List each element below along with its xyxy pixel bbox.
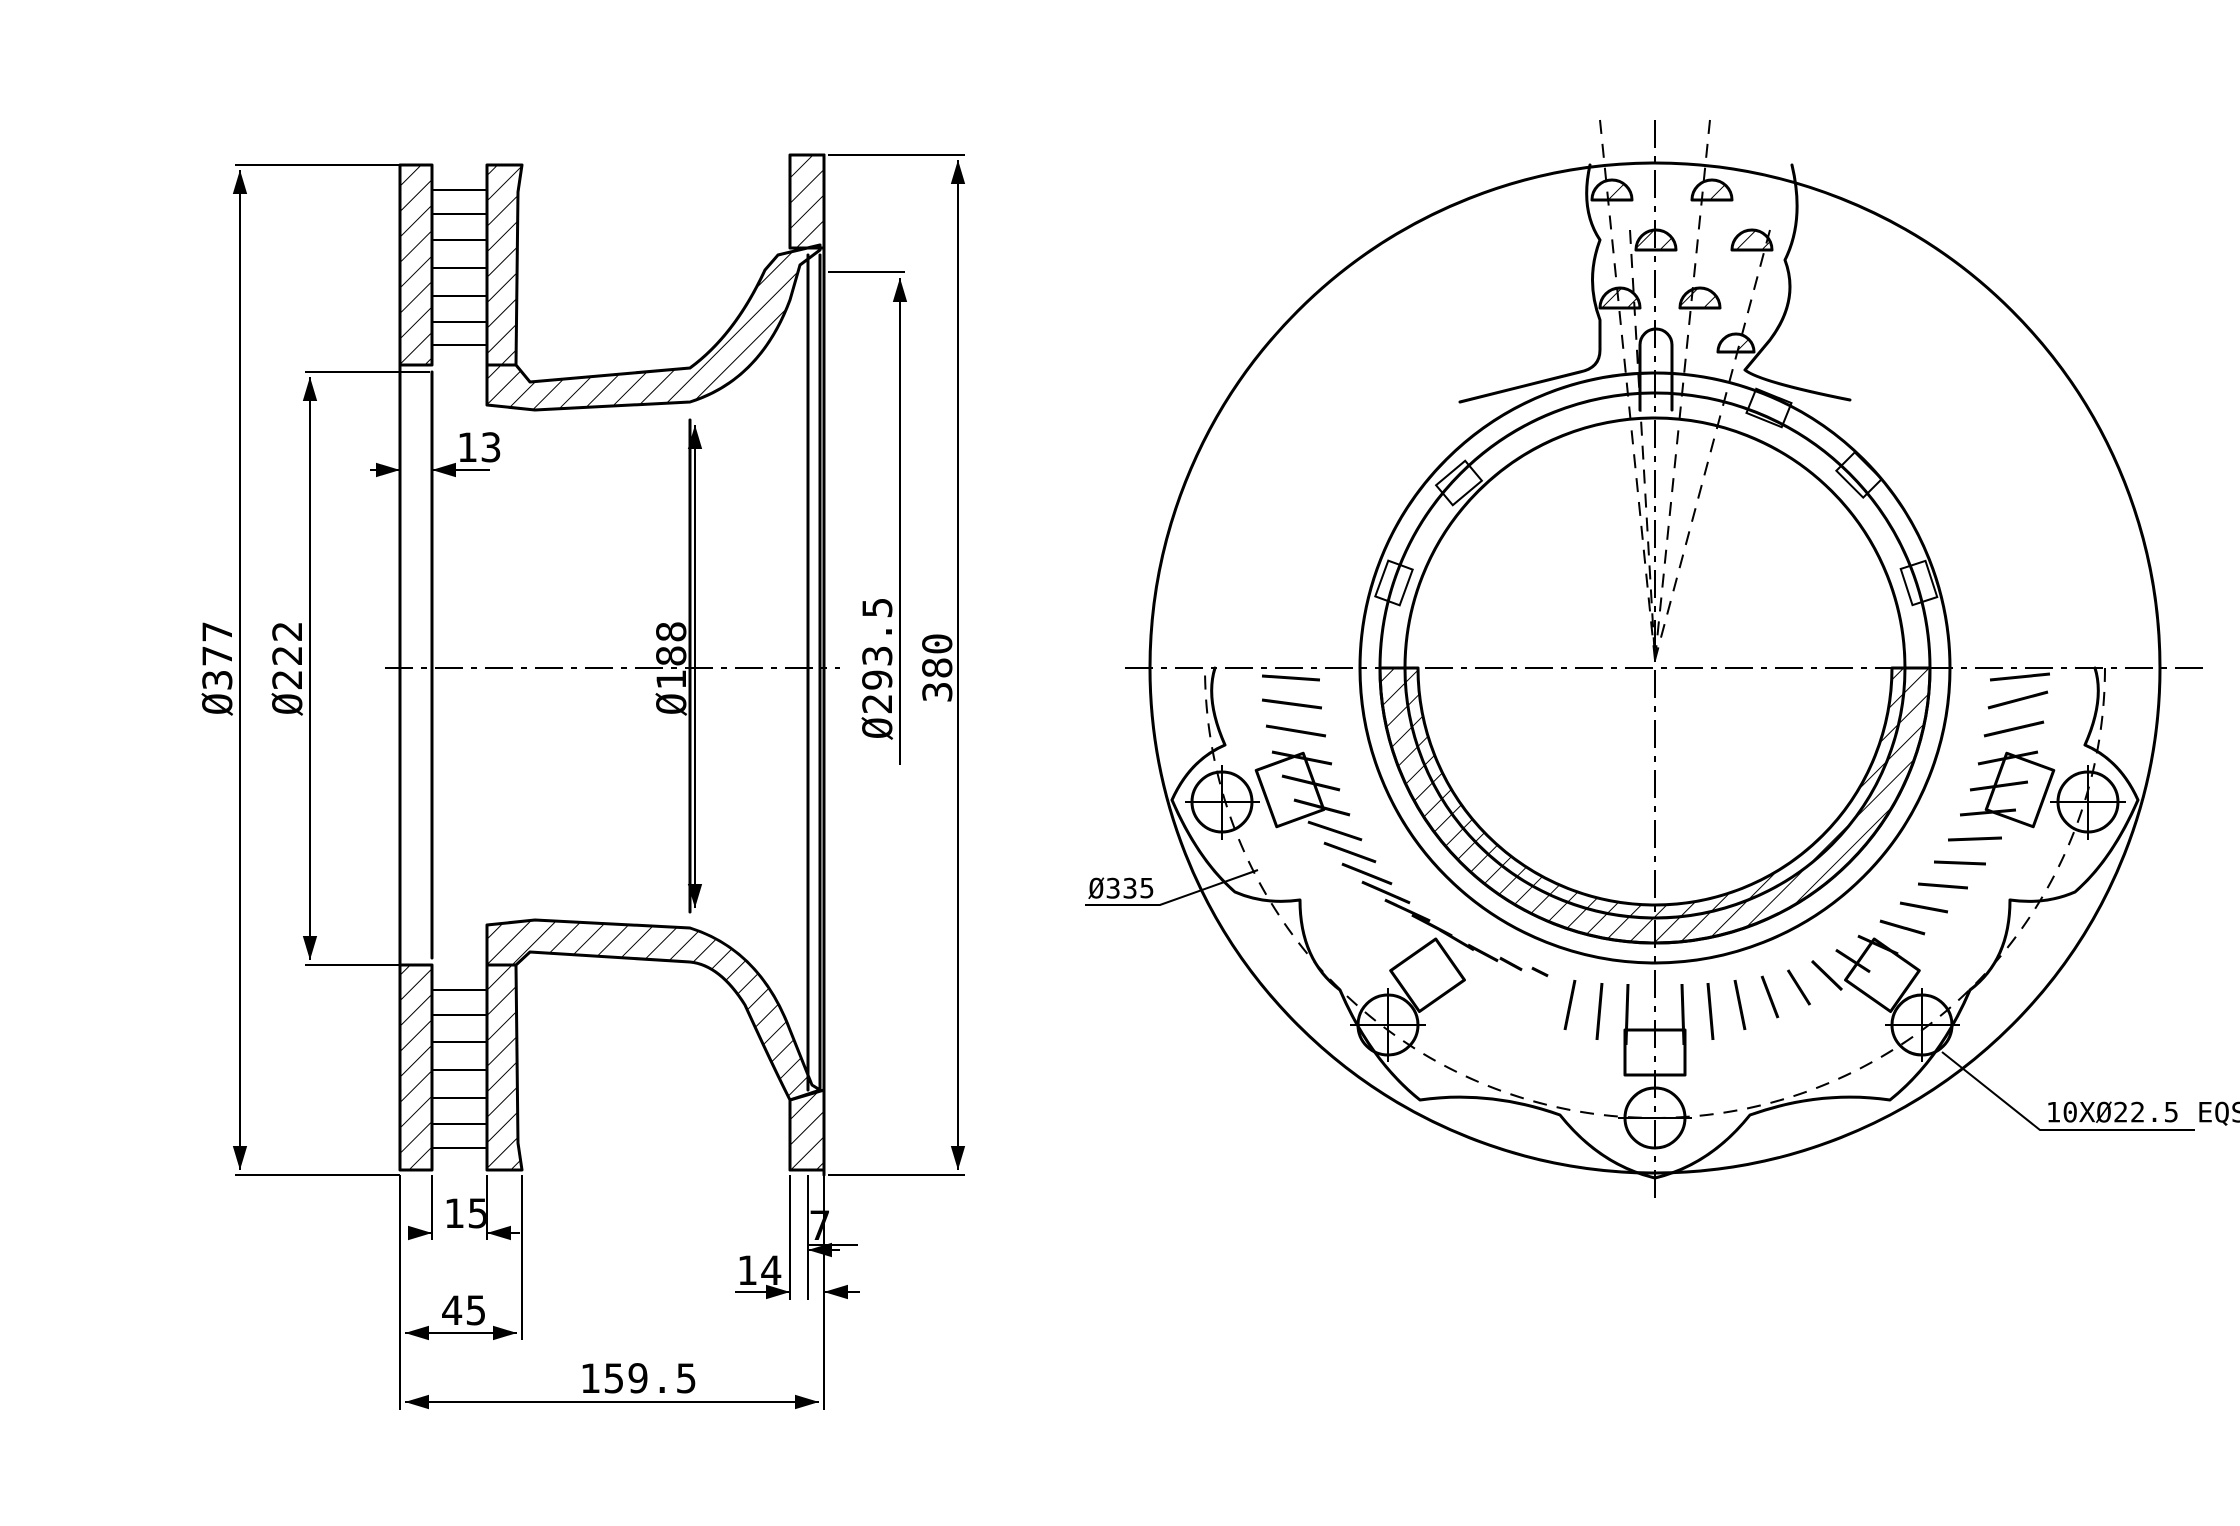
- dim-d188-text: Ø188: [650, 620, 696, 716]
- lower-outer-ring: [398, 963, 434, 1172]
- upper-hat-section: [485, 243, 822, 412]
- lower-inner-ring: [485, 963, 524, 1172]
- dim-14: 14: [735, 1175, 860, 1300]
- dim-14-text: 14: [735, 1249, 783, 1295]
- dim-d377: Ø377: [196, 164, 400, 1176]
- dim-d377-text: Ø377: [196, 620, 242, 716]
- label-d335: Ø335: [1085, 869, 1259, 906]
- dim-d188: Ø188: [650, 425, 703, 908]
- dim-d222-text: Ø222: [266, 620, 312, 716]
- dim-15-text: 15: [442, 1192, 490, 1238]
- construction-lines: [1599, 119, 1771, 661]
- dim-159-5: 159.5: [405, 1175, 825, 1410]
- dim-d222: Ø222: [266, 371, 430, 966]
- upper-inner-ring: [485, 163, 524, 367]
- dim-45-text: 45: [440, 1289, 488, 1335]
- dim-7: 7: [807, 1175, 858, 1300]
- upper-vent-slots: [432, 189, 487, 346]
- dim-380-text: 380: [916, 632, 962, 704]
- dim-45: 45: [399, 1175, 523, 1410]
- lower-hat-section: [485, 918, 822, 1102]
- label-d335-text: Ø335: [1088, 872, 1155, 905]
- upper-outer-ring: [398, 163, 434, 367]
- lower-vent-slots: [432, 989, 487, 1149]
- dim-13-text: 13: [455, 426, 503, 472]
- side-section-view: Ø377 Ø222 Ø188 Ø293.5 380: [196, 153, 966, 1410]
- bolt-hole-centers: [1185, 765, 2126, 1119]
- dim-d293-5: Ø293.5: [828, 271, 908, 765]
- dim-380: 380: [828, 154, 966, 1176]
- dim-15: 15: [408, 1175, 520, 1241]
- label-bolt-holes: 10XØ22.5 EQS: [1941, 1051, 2240, 1131]
- dim-d293-5-text: Ø293.5: [856, 596, 902, 741]
- dim-159-5-text: 159.5: [578, 1357, 698, 1403]
- dim-13: 13: [370, 426, 503, 478]
- label-bolt-holes-text: 10XØ22.5 EQS: [2045, 1096, 2240, 1129]
- front-view: Ø335 10XØ22.5 EQS: [1085, 119, 2240, 1200]
- hub-teeth: [1374, 387, 1939, 607]
- upper-mount-flange: [788, 153, 826, 250]
- lower-mount-flange: [788, 1088, 826, 1172]
- dim-7-text: 7: [808, 1204, 832, 1250]
